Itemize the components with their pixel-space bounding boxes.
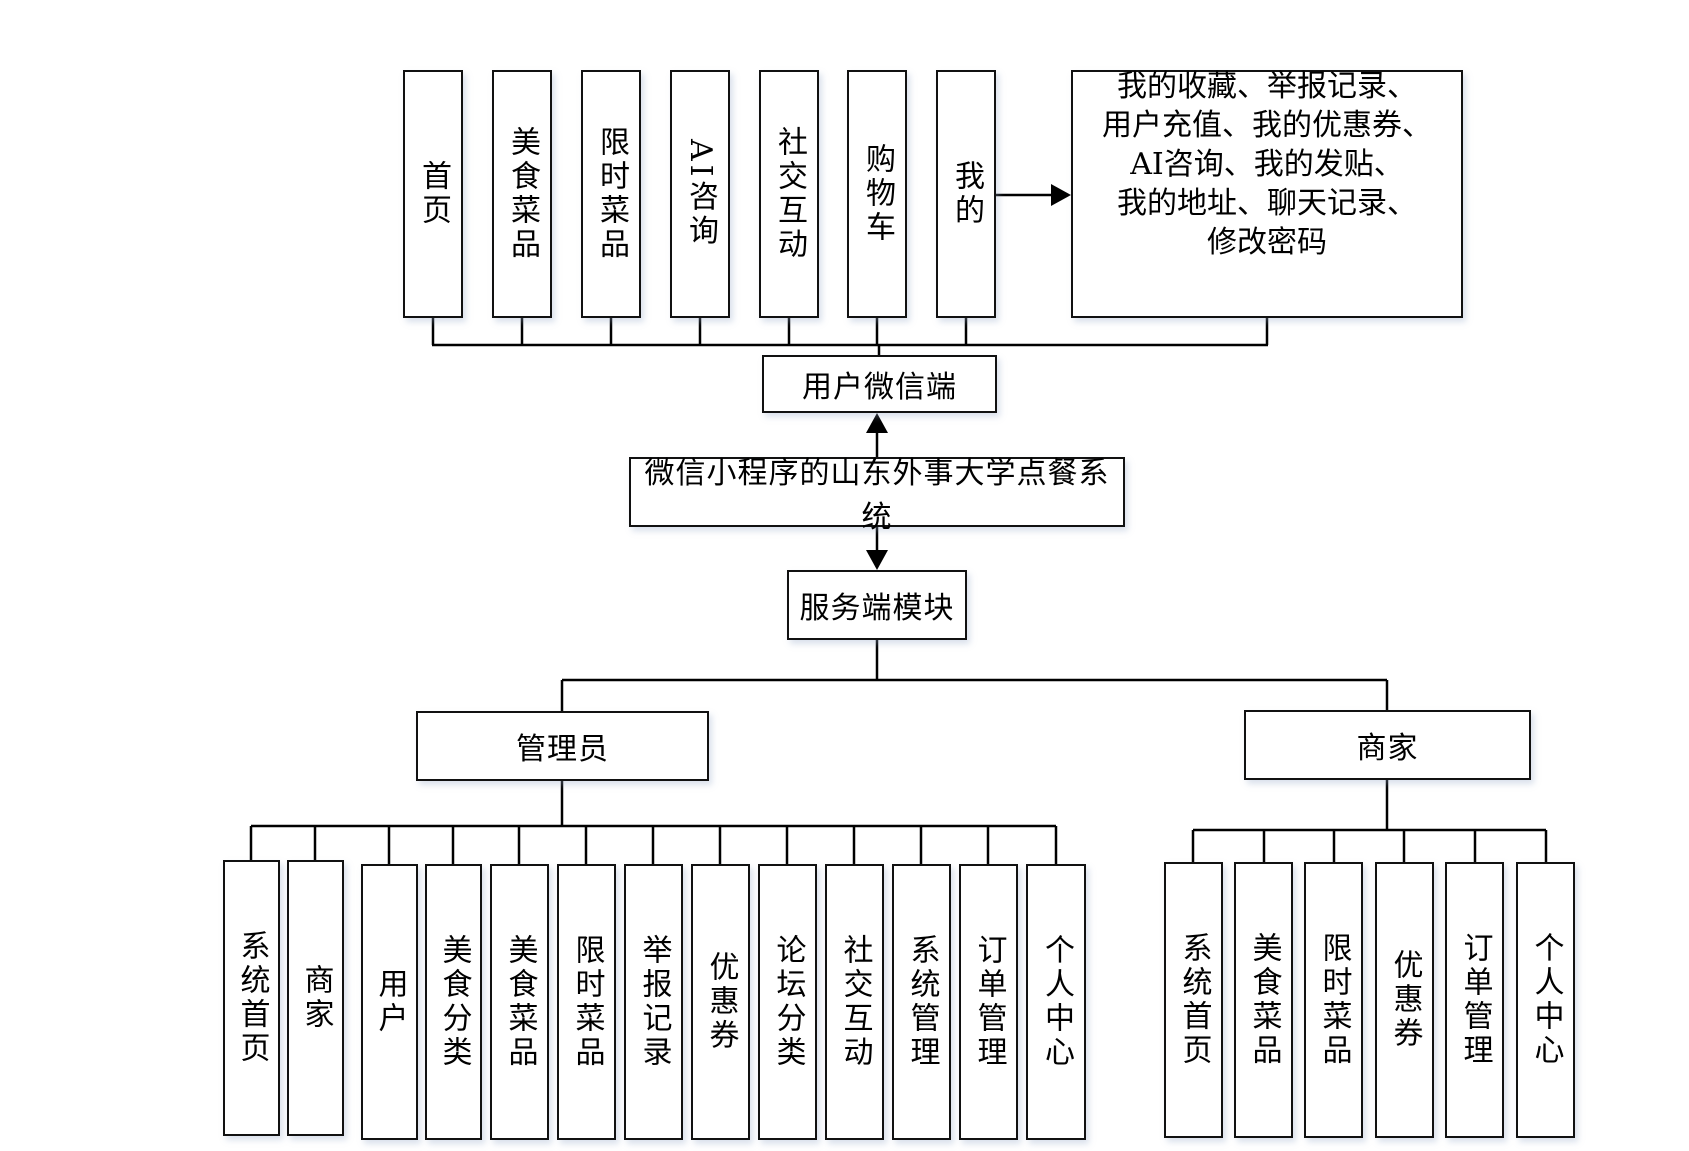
client-module-social[interactable]: 社交互动 bbox=[759, 70, 819, 318]
merchant-connectors bbox=[1191, 780, 1548, 862]
module-label: 美食菜品 bbox=[505, 126, 540, 262]
node-label: 服务端模块 bbox=[799, 591, 955, 626]
module-label: 社交互动 bbox=[772, 126, 807, 262]
module-label: 个人中心 bbox=[1528, 932, 1564, 1068]
server-branch-connectors bbox=[560, 640, 1389, 711]
node-label: 用户微信端 bbox=[802, 370, 957, 405]
admin-module-user[interactable]: 用户 bbox=[361, 864, 418, 1140]
admin-module-forum-category[interactable]: 论坛分类 bbox=[758, 864, 817, 1140]
node-label: 管理员 bbox=[516, 732, 609, 767]
my-details-text: 我的收藏、举报记录、 用户充值、我的优惠券、 AI咨询、我的发贴、 我的地址、聊… bbox=[1102, 68, 1432, 260]
module-label: 美食菜品 bbox=[1246, 932, 1282, 1068]
system-to-client-arrow bbox=[866, 413, 888, 457]
system-to-server-arrow bbox=[866, 527, 888, 570]
admin-node[interactable]: 管理员 bbox=[416, 711, 709, 781]
system-root-node[interactable]: 微信小程序的山东外事大学点餐系统 bbox=[629, 456, 1125, 535]
client-module-home[interactable]: 首页 bbox=[403, 70, 463, 318]
module-label: 我的 bbox=[949, 160, 984, 228]
admin-module-system-management[interactable]: 系统管理 bbox=[892, 864, 951, 1140]
admin-module-system-home[interactable]: 系统首页 bbox=[223, 860, 280, 1136]
admin-connectors bbox=[249, 781, 1058, 864]
module-label: 论坛分类 bbox=[770, 934, 806, 1070]
module-label: 限时菜品 bbox=[569, 934, 605, 1070]
module-label: 购物车 bbox=[860, 143, 895, 245]
module-label: 订单管理 bbox=[971, 934, 1007, 1070]
module-label: 优惠券 bbox=[703, 951, 739, 1053]
client-module-mine[interactable]: 我的 bbox=[936, 70, 996, 318]
client-wechat-node[interactable]: 用户微信端 bbox=[762, 355, 997, 413]
merchant-module-system-home[interactable]: 系统首页 bbox=[1164, 862, 1223, 1138]
admin-module-reports[interactable]: 举报记录 bbox=[624, 864, 683, 1140]
client-module-food-dishes[interactable]: 美食菜品 bbox=[492, 70, 552, 318]
module-label: 用户 bbox=[372, 968, 408, 1036]
admin-module-personal-center[interactable]: 个人中心 bbox=[1026, 864, 1086, 1140]
merchant-module-coupons[interactable]: 优惠券 bbox=[1375, 862, 1434, 1138]
module-label: 系统首页 bbox=[234, 930, 270, 1066]
module-label: 限时菜品 bbox=[594, 126, 629, 262]
module-label: 优惠券 bbox=[1387, 949, 1423, 1051]
module-label: 系统管理 bbox=[904, 934, 940, 1070]
merchant-module-personal-center[interactable]: 个人中心 bbox=[1516, 862, 1575, 1138]
merchant-node[interactable]: 商家 bbox=[1244, 710, 1531, 780]
my-details-arrow bbox=[996, 184, 1071, 206]
module-label: 商家 bbox=[298, 964, 334, 1032]
my-details-box: 我的收藏、举报记录、 用户充值、我的优惠券、 AI咨询、我的发贴、 我的地址、聊… bbox=[1071, 68, 1463, 318]
module-label: 系统首页 bbox=[1176, 932, 1212, 1068]
module-label: 美食分类 bbox=[436, 934, 472, 1070]
admin-module-social[interactable]: 社交互动 bbox=[825, 864, 884, 1140]
admin-module-food-category[interactable]: 美食分类 bbox=[425, 864, 482, 1140]
module-label: 限时菜品 bbox=[1316, 932, 1352, 1068]
merchant-module-limited-dishes[interactable]: 限时菜品 bbox=[1304, 862, 1363, 1138]
module-label: AI咨询 bbox=[683, 139, 718, 249]
admin-module-order-management[interactable]: 订单管理 bbox=[959, 864, 1018, 1140]
node-label: 商家 bbox=[1356, 731, 1419, 766]
module-label: 美食菜品 bbox=[502, 934, 538, 1070]
node-label: 微信小程序的山东外事大学点餐系统 bbox=[644, 456, 1110, 535]
admin-module-food-dishes[interactable]: 美食菜品 bbox=[490, 864, 549, 1140]
merchant-module-food-dishes[interactable]: 美食菜品 bbox=[1234, 862, 1293, 1138]
merchant-module-order-management[interactable]: 订单管理 bbox=[1445, 862, 1504, 1138]
client-connectors bbox=[431, 318, 1269, 355]
server-module-node[interactable]: 服务端模块 bbox=[787, 570, 967, 640]
module-label: 举报记录 bbox=[636, 934, 672, 1070]
admin-module-merchant[interactable]: 商家 bbox=[287, 860, 344, 1136]
module-label: 订单管理 bbox=[1457, 932, 1493, 1068]
client-module-cart[interactable]: 购物车 bbox=[847, 70, 907, 318]
admin-module-limited-dishes[interactable]: 限时菜品 bbox=[557, 864, 616, 1140]
module-label: 首页 bbox=[416, 160, 451, 228]
module-label: 社交互动 bbox=[837, 934, 873, 1070]
module-label: 个人中心 bbox=[1039, 934, 1074, 1070]
admin-module-coupons[interactable]: 优惠券 bbox=[691, 864, 750, 1140]
client-module-limited-dishes[interactable]: 限时菜品 bbox=[581, 70, 641, 318]
client-module-ai-consult[interactable]: AI咨询 bbox=[670, 70, 730, 318]
